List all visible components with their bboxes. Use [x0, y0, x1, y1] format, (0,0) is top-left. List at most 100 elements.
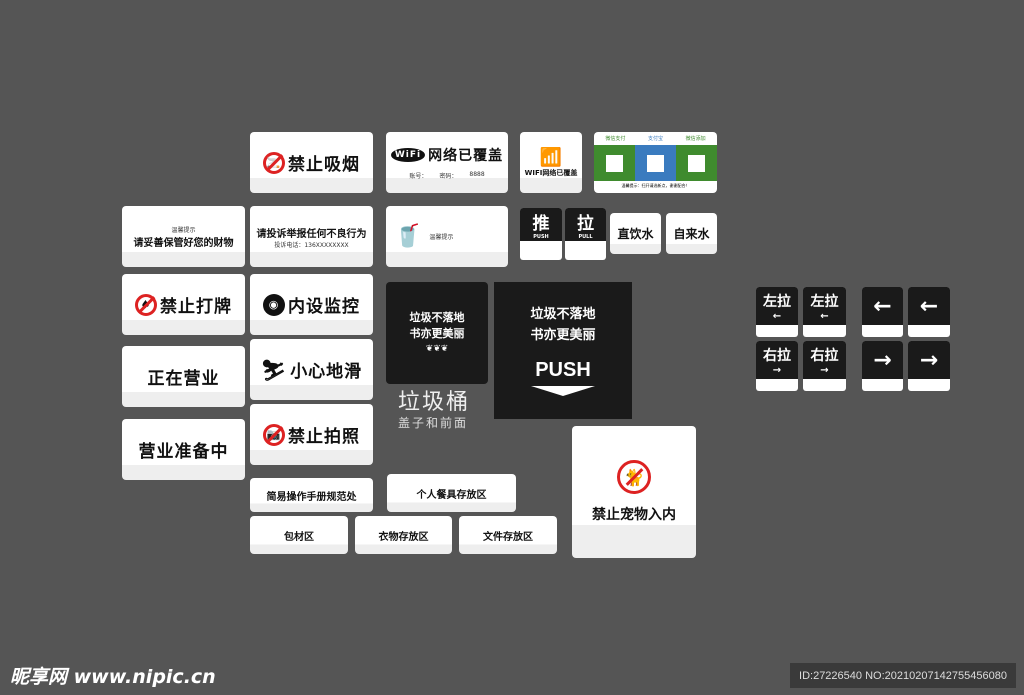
trash-sign-small: 垃圾不落地书亦更美丽 ❦❦❦ [386, 282, 488, 384]
sign-text: 推 [532, 214, 550, 234]
trash-subtitle: 盖子和前面 [398, 416, 469, 430]
sign-subtext: PUSH [533, 234, 549, 240]
no-pets-icon: 🐈 [617, 460, 651, 494]
cartoon-cup-icon: 🥤 [394, 224, 422, 249]
cctv-sign: ◉内设监控 [250, 274, 373, 335]
sign-text: 自来水 [673, 227, 710, 241]
trash-title: 垃圾桶 [398, 390, 471, 415]
sign-text: 禁止拍照 [288, 427, 360, 447]
open-sign: 正在营业 [122, 346, 245, 407]
notice-text: 温馨提示 [429, 234, 454, 241]
wifi-icon: 📶 [539, 147, 563, 168]
qr-code-placeholder [647, 154, 664, 172]
sign-text: 衣物存放区 [378, 531, 429, 543]
arrow-left-icon: ← [919, 293, 939, 319]
payment-sign: 微信支付 支付宝 微信添加 温馨提示：扫开请选新点，谢谢配合！ [594, 132, 717, 193]
sign-text: 左拉 [763, 293, 791, 310]
packaging-sign: 包材区 [250, 516, 348, 554]
no-smoking-icon: 🚬 [263, 151, 285, 174]
sign-text: 右拉 [763, 347, 791, 364]
tap-water-sign: 自来水 [666, 213, 717, 254]
wifi-account-label: 账号： [409, 173, 428, 180]
trash-push-sign: 垃圾不落地书亦更美丽 PUSH [494, 282, 632, 419]
sign-text: 禁止宠物入内 [592, 507, 676, 523]
leaf-icon: ❦❦❦ [425, 343, 449, 354]
sign-text: 书亦更美丽 [409, 327, 465, 341]
sign-text: 包材区 [284, 531, 314, 543]
sign-text: 内设监控 [288, 297, 360, 317]
pull-right-sign: 右拉→ [756, 341, 798, 391]
reminder-tag: 温馨提示 [171, 226, 196, 234]
slip-figure-icon: ⛷ [260, 357, 288, 382]
sign-text: 右拉 [810, 347, 839, 364]
arrow-left-icon: ← [772, 310, 782, 322]
alipay-label: 支付宝 [647, 136, 663, 142]
no-photo-icon: 📷 [263, 423, 285, 446]
documents-sign: 文件存放区 [459, 516, 557, 554]
sign-text: 禁止打牌 [160, 297, 232, 317]
arrow-right-icon: → [820, 364, 829, 376]
wifi-password-label: 密码： [439, 173, 458, 180]
sign-text: 垃圾不落地 [409, 310, 465, 324]
sign-text: 小心地滑 [290, 362, 363, 382]
arrow-left-icon: ← [873, 293, 892, 319]
pull-left-sign: 左拉← [803, 287, 846, 337]
manual-sign: 简易操作手册规范处 [250, 478, 373, 512]
sign-text: 请妥善保管好您的财物 [133, 237, 234, 249]
pay-note: 温馨提示：扫开请选新点，谢谢配合！ [621, 183, 690, 188]
sign-text: 左拉 [810, 293, 839, 310]
arrow-right-icon: → [772, 364, 782, 376]
tableware-sign: 个人餐具存放区 [387, 474, 516, 512]
no-pets-sign: 🐈 禁止宠物入内 [572, 426, 696, 558]
sign-text: 文件存放区 [483, 531, 533, 543]
arrow-right-sign: → [862, 341, 903, 391]
cartoon-notice-sign: 🥤 温馨提示 [386, 206, 508, 267]
arrow-left-sign: ← [908, 287, 950, 337]
no-smoking-sign: 🚬禁止吸烟 [250, 132, 373, 193]
wifi-password-value: 8888 [469, 171, 485, 178]
qr-code-placeholder [606, 154, 623, 172]
no-cards-sign: ♠禁止打牌 [122, 274, 245, 335]
sign-text: 直饮水 [617, 227, 654, 241]
slippery-sign: ⛷小心地滑 [250, 339, 373, 400]
arrow-right-icon: → [919, 347, 939, 373]
sign-subtext: PULL [578, 234, 593, 240]
camera-icon: ◉ [263, 293, 285, 316]
sign-text: 书亦更美丽 [530, 327, 596, 343]
clothes-sign: 衣物存放区 [355, 516, 452, 554]
wechat-pay-label: 微信支付 [605, 136, 626, 142]
drinking-water-sign: 直饮水 [610, 213, 661, 254]
arrow-right-sign: → [908, 341, 950, 391]
no-cards-icon: ♠ [135, 293, 157, 316]
pull-right-sign: 右拉→ [803, 341, 846, 391]
image-id-badge: ID:27226540 NO:20210207142755456080 [790, 663, 1016, 688]
sign-text: 营业准备中 [138, 442, 229, 462]
sign-text: 禁止吸烟 [288, 155, 360, 175]
sign-text: 简易操作手册规范处 [266, 491, 357, 503]
wechat-add-label: 微信添加 [685, 136, 706, 142]
preparing-sign: 营业准备中 [122, 419, 245, 480]
sign-text: 网络已覆盖 [428, 148, 504, 164]
pull-left-sign: 左拉← [756, 287, 798, 337]
arrow-down-icon [531, 386, 595, 397]
complaint-phone: 投诉电话：136XXXXXXXX [274, 241, 349, 249]
wifi-small-sign: 📶WIFI网络已覆盖 [520, 132, 582, 193]
arrow-left-sign: ← [862, 287, 903, 337]
sign-text: WIFI网络已覆盖 [524, 169, 578, 177]
complaint-sign: 请投诉举报任何不良行为投诉电话：136XXXXXXXX [250, 206, 373, 267]
qr-code-placeholder [688, 154, 705, 172]
no-photo-sign: 📷禁止拍照 [250, 404, 373, 465]
arrow-right-icon: → [873, 347, 892, 373]
sign-text: 请投诉举报任何不良行为 [256, 228, 367, 240]
sign-text: 拉 [577, 214, 594, 234]
sign-text: 正在营业 [147, 369, 220, 389]
push-text: PUSH [535, 359, 591, 382]
wifi-logo-icon: WiFi [390, 148, 426, 162]
sign-text: 个人餐具存放区 [416, 489, 487, 501]
reminder-sign: 温馨提示请妥善保管好您的财物 [122, 206, 245, 267]
watermark-logo: 昵享网 www.nipic.cn [10, 666, 216, 688]
sign-text: 垃圾不落地 [530, 306, 596, 322]
